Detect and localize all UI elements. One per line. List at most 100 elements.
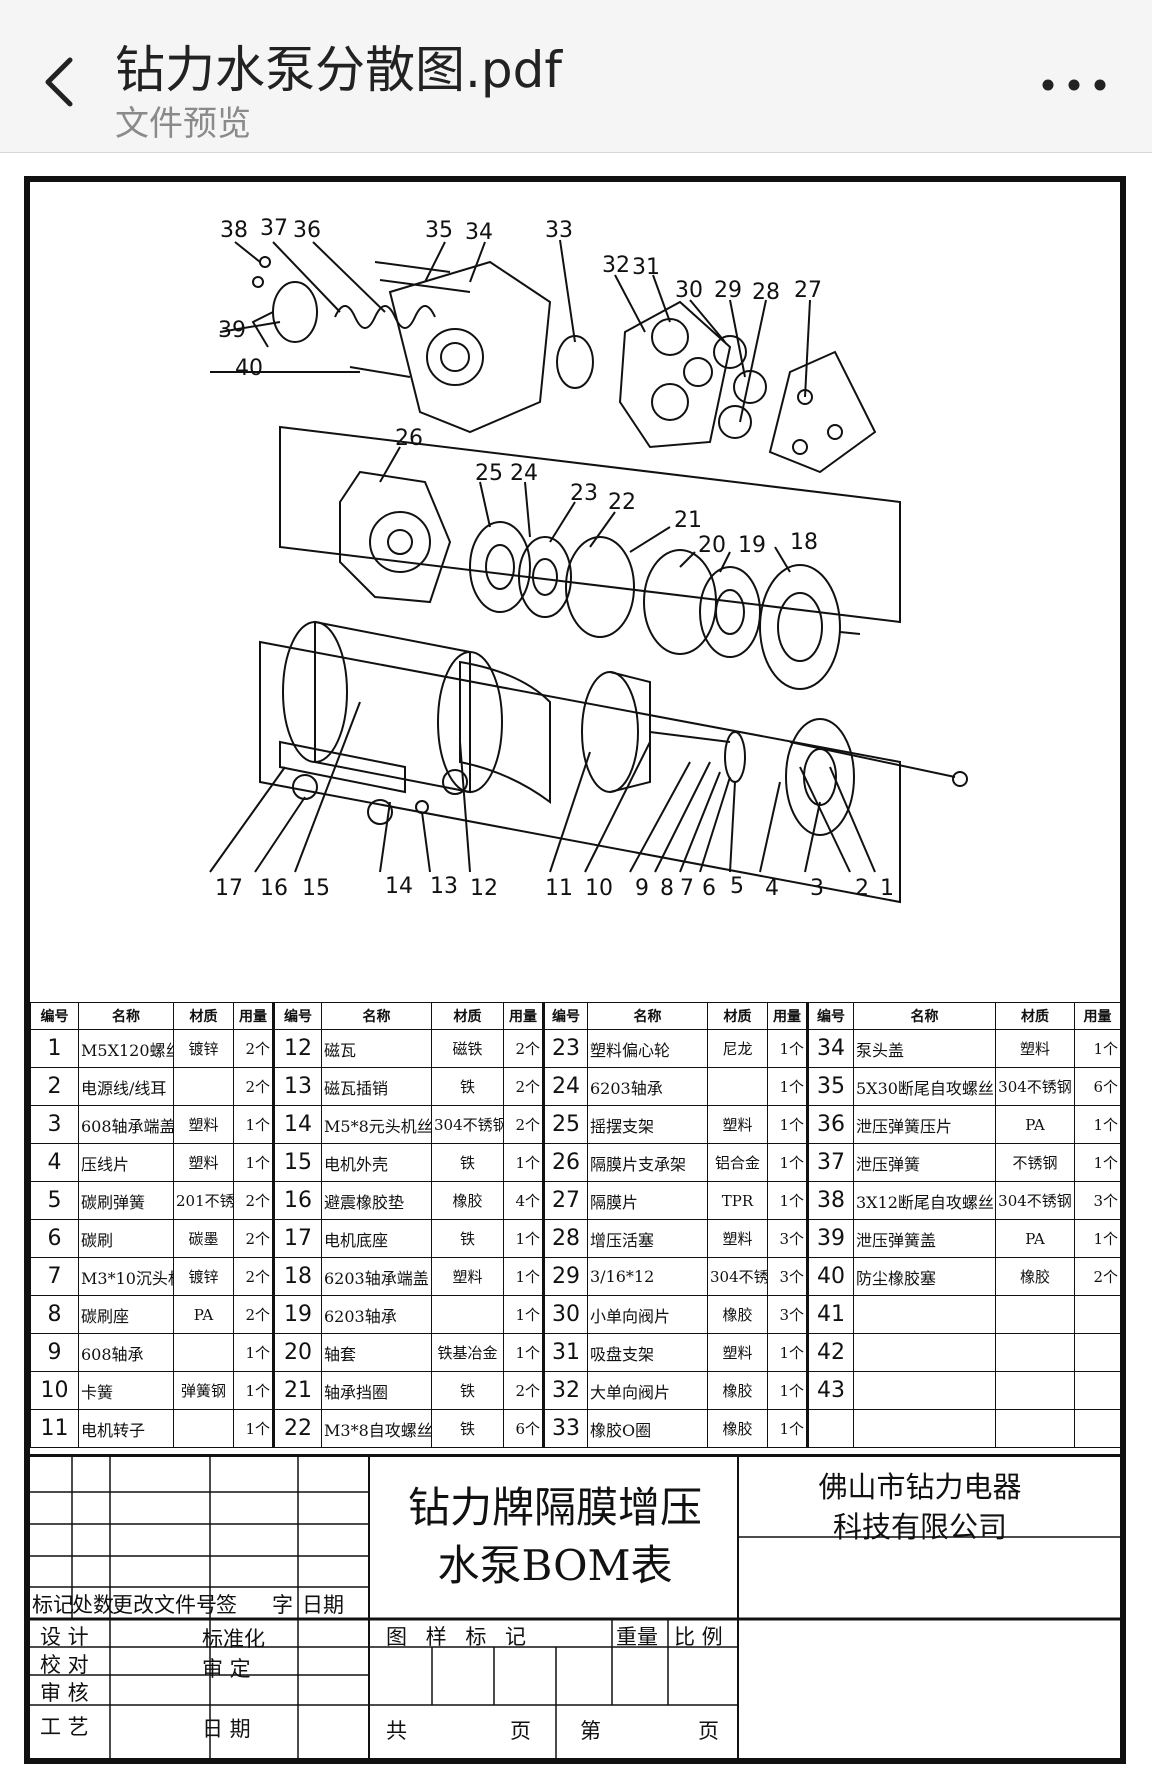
part-label: 16 xyxy=(260,876,288,901)
part-name: 泄压弹簧盖 xyxy=(853,1219,996,1258)
col-header-no: 编号 xyxy=(806,1002,854,1030)
part-quantity: 2个 xyxy=(503,1067,544,1106)
part-label: 30 xyxy=(675,278,703,303)
col-header-no: 编号 xyxy=(272,1002,322,1030)
part-quantity: 1个 xyxy=(503,1295,544,1334)
part-material xyxy=(995,1333,1075,1372)
part-label: 8 xyxy=(660,876,674,901)
part-quantity: 3个 xyxy=(1074,1181,1121,1220)
part-name: 防尘橡胶塞 xyxy=(853,1257,996,1296)
part-number: 33 xyxy=(542,1409,588,1448)
part-number: 18 xyxy=(272,1257,322,1296)
part-material: 橡胶 xyxy=(707,1409,768,1448)
col-header-name: 名称 xyxy=(78,1002,174,1030)
part-name xyxy=(853,1371,996,1410)
part-material: 铁 xyxy=(431,1219,504,1258)
part-quantity: 2个 xyxy=(233,1067,274,1106)
part-label: 15 xyxy=(302,876,330,901)
part-number: 5 xyxy=(30,1181,79,1220)
part-material: 不锈钢 xyxy=(995,1143,1075,1182)
part-number: 43 xyxy=(806,1371,854,1410)
part-material: 橡胶 xyxy=(707,1295,768,1334)
col-header-mat: 材质 xyxy=(995,1002,1075,1030)
more-dots-icon[interactable] xyxy=(1040,78,1120,92)
part-quantity: 1个 xyxy=(767,1105,808,1144)
part-name: 电机外壳 xyxy=(321,1143,432,1182)
part-label: 20 xyxy=(698,533,726,558)
part-name: 轴承挡圈 xyxy=(321,1371,432,1410)
part-material xyxy=(431,1295,504,1334)
part-name: 泄压弹簧 xyxy=(853,1143,996,1182)
part-quantity: 1个 xyxy=(1074,1219,1121,1258)
page-label: 页 xyxy=(510,1719,531,1743)
part-label: 19 xyxy=(738,533,766,558)
part-material: 尼龙 xyxy=(707,1029,768,1068)
part-label: 11 xyxy=(545,876,573,901)
part-name: 增压活塞 xyxy=(587,1219,708,1258)
revision-grid xyxy=(30,1457,370,1763)
part-name xyxy=(853,1333,996,1372)
bom-table: 编号 名称 材质 用量 编号 名称 材质 用量 编号 名称 材质 用量 编号 名… xyxy=(30,1002,1121,1448)
title-grid xyxy=(370,1457,1120,1763)
part-label: 13 xyxy=(430,874,458,899)
product-title-line1: 钻力牌隔膜增压 xyxy=(407,1483,702,1532)
part-name: 电机转子 xyxy=(78,1409,174,1448)
part-material: 201不锈钢 xyxy=(173,1181,234,1220)
review-label: 审 定 xyxy=(202,1657,251,1681)
part-quantity: 1个 xyxy=(233,1143,274,1182)
part-number: 8 xyxy=(30,1295,79,1334)
part-material: 铝合金 xyxy=(707,1143,768,1182)
part-name: 隔膜片 xyxy=(587,1181,708,1220)
rev-label: 标记 xyxy=(32,1593,74,1617)
part-material: 塑料 xyxy=(995,1029,1075,1068)
table-row: 7M3*10沉头机丝镀锌2个186203轴承端盖塑料1个293/16*12304… xyxy=(30,1257,1121,1296)
part-number: 25 xyxy=(542,1105,588,1144)
part-label: 39 xyxy=(218,318,246,343)
part-quantity: 1个 xyxy=(503,1143,544,1182)
part-label: 23 xyxy=(570,481,598,506)
part-quantity: 1个 xyxy=(233,1105,274,1144)
part-material: 304不锈钢 xyxy=(431,1105,504,1144)
part-name: 小单向阀片 xyxy=(587,1295,708,1334)
col-header-name: 名称 xyxy=(587,1002,708,1030)
part-label: 38 xyxy=(220,218,248,243)
part-quantity: 1个 xyxy=(1074,1143,1121,1182)
part-name: 5X30断尾自攻螺丝 xyxy=(853,1067,996,1106)
part-material: 橡胶 xyxy=(431,1181,504,1220)
part-label: 28 xyxy=(752,280,780,305)
chevron-left-icon[interactable] xyxy=(38,52,82,112)
part-material xyxy=(995,1371,1075,1410)
part-name: 磁瓦插销 xyxy=(321,1067,432,1106)
part-number: 40 xyxy=(806,1257,854,1296)
part-material: 弹簧钢 xyxy=(173,1371,234,1410)
part-number: 13 xyxy=(272,1067,322,1106)
part-label: 3 xyxy=(810,876,824,901)
part-number: 2 xyxy=(30,1067,79,1106)
part-name: 橡胶O圈 xyxy=(587,1409,708,1448)
part-number: 1 xyxy=(30,1029,79,1068)
part-material: 铁基冶金 xyxy=(431,1333,504,1372)
part-name: 磁瓦 xyxy=(321,1029,432,1068)
part-material: 镀锌 xyxy=(173,1029,234,1068)
part-label: 34 xyxy=(465,220,493,245)
part-quantity: 2个 xyxy=(503,1029,544,1068)
part-quantity: 1个 xyxy=(1074,1105,1121,1144)
part-name: M5X120螺丝 xyxy=(78,1029,174,1068)
part-name: 6203轴承端盖 xyxy=(321,1257,432,1296)
part-quantity xyxy=(1074,1371,1121,1410)
part-number: 9 xyxy=(30,1333,79,1372)
part-name: M3*8自攻螺丝 xyxy=(321,1409,432,1448)
part-label: 33 xyxy=(545,218,573,243)
part-number: 26 xyxy=(542,1143,588,1182)
part-label: 26 xyxy=(395,426,423,451)
part-material xyxy=(173,1067,234,1106)
part-number: 41 xyxy=(806,1295,854,1334)
part-name: 碳刷弹簧 xyxy=(78,1181,174,1220)
part-label: 17 xyxy=(215,876,243,901)
rev-label: 签 xyxy=(216,1593,237,1617)
